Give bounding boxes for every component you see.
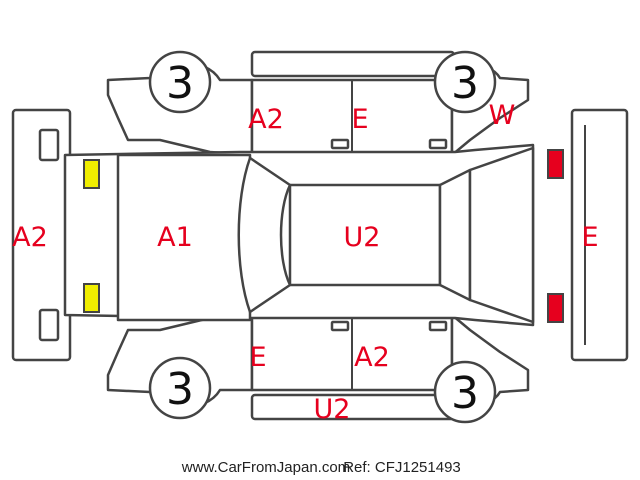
tire-front-left-circle xyxy=(148,50,212,114)
tire-rear-right-circle xyxy=(433,360,497,424)
tire-rear-right: 3 xyxy=(451,368,479,419)
footer-site: www.CarFromJapan.com xyxy=(181,459,350,476)
rear-bumper xyxy=(570,108,629,362)
upper-rear-fender-code: W xyxy=(489,100,516,131)
lower-rear-door-code: A2 xyxy=(354,342,390,373)
rear-light-top xyxy=(547,149,564,179)
lower-front-door-code: E xyxy=(249,342,266,373)
footer-ref: Ref: CFJ1251493 xyxy=(343,459,461,476)
tire-front-right-circle xyxy=(148,356,212,420)
upper-roof-rail xyxy=(250,50,456,78)
rear-bumper-code: E xyxy=(581,222,598,253)
lower-rocker-panel xyxy=(250,393,456,421)
front-light-top xyxy=(83,159,100,189)
rear-light-bottom xyxy=(547,293,564,323)
roof-code: U2 xyxy=(344,222,381,253)
hood-code: A1 xyxy=(157,222,193,253)
tire-rear-left-circle xyxy=(433,50,497,114)
front-light-bottom xyxy=(83,283,100,313)
tire-rear-left: 3 xyxy=(451,58,479,109)
front-bumper-code: A2 xyxy=(12,222,48,253)
upper-front-door-code: A2 xyxy=(248,104,284,135)
lower-rocker-code: U2 xyxy=(314,394,351,425)
tire-front-right: 3 xyxy=(166,364,194,415)
upper-rear-door-code: E xyxy=(351,104,368,135)
tire-front-left: 3 xyxy=(166,58,194,109)
car-top-view xyxy=(63,143,535,327)
